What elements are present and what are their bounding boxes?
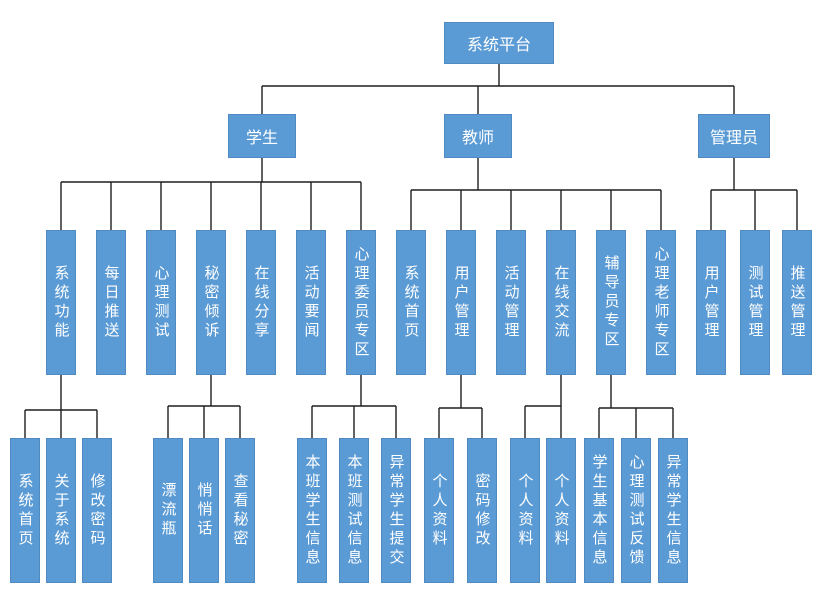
student-psych-committee-zone: 心理委员专区 [346, 230, 376, 375]
leaf-change-password: 修改密码 [82, 438, 112, 583]
leaf-system-home: 系统首页 [10, 438, 40, 583]
leaf-about-system: 关于系统 [46, 438, 76, 583]
student-online-share: 在线分享 [246, 230, 276, 375]
student-secret-confide: 秘密倾诉 [196, 230, 226, 375]
student-activity-news: 活动要闻 [296, 230, 326, 375]
leaf-psych-test-feedback: 心理测试反馈 [621, 438, 651, 583]
leaf-drift-bottle: 漂流瓶 [153, 438, 183, 583]
admin-push-management: 推送管理 [782, 230, 812, 375]
teacher-activity-management: 活动管理 [496, 230, 526, 375]
student-daily-push: 每日推送 [96, 230, 126, 375]
leaf-student-basic-info: 学生基本信息 [584, 438, 614, 583]
group-student: 学生 [228, 114, 296, 158]
admin-user-management: 用户管理 [696, 230, 726, 375]
leaf-teacher-password-change: 密码修改 [467, 438, 497, 583]
leaf-class-test-info: 本班测试信息 [339, 438, 369, 583]
student-system-functions: 系统功能 [46, 230, 76, 375]
teacher-user-management: 用户管理 [446, 230, 476, 375]
root-node: 系统平台 [444, 22, 554, 64]
leaf-abnormal-student-submit: 异常学生提交 [381, 438, 411, 583]
teacher-system-home: 系统首页 [396, 230, 426, 375]
leaf-exchange-personal-info-1: 个人资料 [510, 438, 540, 583]
leaf-whisper: 悄悄话 [189, 438, 219, 583]
teacher-psych-teacher-zone: 心理老师专区 [646, 230, 676, 375]
group-teacher: 教师 [444, 114, 512, 158]
student-psych-test: 心理测试 [146, 230, 176, 375]
leaf-class-student-info: 本班学生信息 [297, 438, 327, 583]
leaf-abnormal-student-info: 异常学生信息 [658, 438, 688, 583]
leaf-view-secrets: 查看秘密 [225, 438, 255, 583]
teacher-counselor-zone: 辅导员专区 [596, 230, 626, 375]
leaf-teacher-personal-info: 个人资料 [424, 438, 454, 583]
leaf-exchange-personal-info-2: 个人资料 [546, 438, 576, 583]
group-admin: 管理员 [698, 114, 770, 158]
teacher-online-exchange: 在线交流 [546, 230, 576, 375]
admin-test-management: 测试管理 [740, 230, 770, 375]
